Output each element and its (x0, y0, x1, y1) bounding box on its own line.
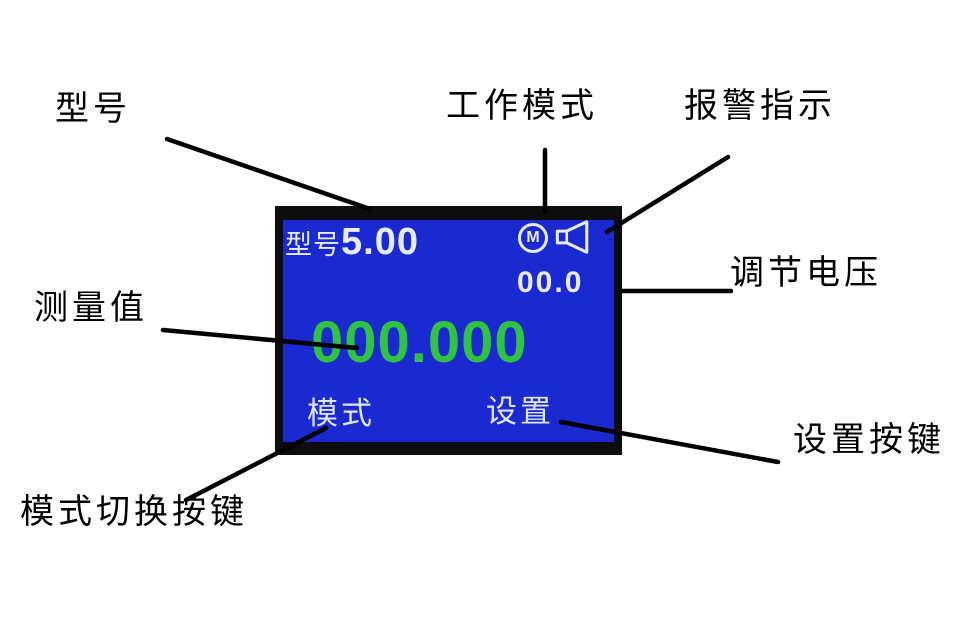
settings-softkey[interactable]: 设置 (486, 394, 554, 429)
model-prefix-text: 型号 (285, 230, 341, 260)
leader-line-alarm (604, 154, 731, 235)
work-mode-label: 工作模式 (446, 88, 598, 125)
speaker-icon (555, 220, 595, 261)
mode-switch-key-label: 模式切换按键 (20, 494, 248, 531)
measurement-label: 测量值 (34, 290, 148, 327)
model-value-text: 5.00 (341, 221, 419, 263)
model-label: 型号 (55, 91, 131, 128)
alarm-indicator-label: 报警指示 (684, 88, 836, 125)
leader-line-model (164, 136, 373, 212)
work-mode-icon-letter: M (526, 229, 540, 246)
settings-key-label: 设置按键 (793, 422, 945, 459)
adjust-voltage-label: 调节电压 (730, 255, 882, 292)
measurement-readout: 000.000 (311, 310, 528, 375)
mode-softkey[interactable]: 模式 (307, 396, 375, 431)
voltage-readout: 00.0 (517, 266, 584, 299)
work-mode-icon: M (518, 223, 548, 253)
